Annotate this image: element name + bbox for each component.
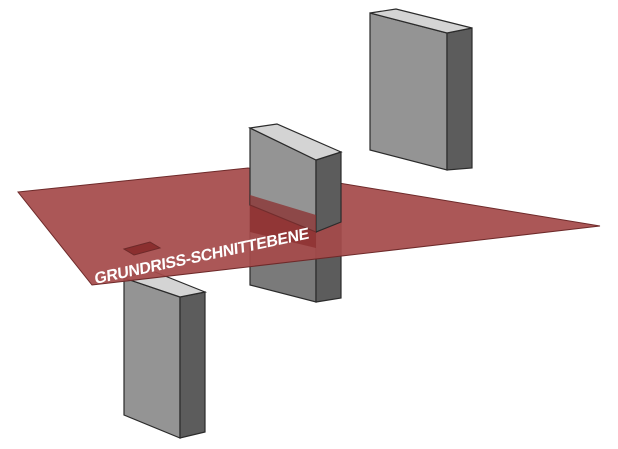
front-wall-lower-side [179,291,206,439]
back-wall-side-face [446,27,473,171]
back-wall-top-face [369,8,473,34]
middle-wall-cut-region [250,195,316,248]
middle-wall-block [247,123,343,248]
front-wall-lower-front [123,277,181,439]
back-wall-front-face [369,12,448,171]
middle-wall-top-face [247,123,343,161]
back-wall-block [369,8,473,171]
front-wall-cut-outline [122,241,162,256]
middle-wall-upper-side [315,151,342,233]
front-wall-lower-part [122,269,208,439]
